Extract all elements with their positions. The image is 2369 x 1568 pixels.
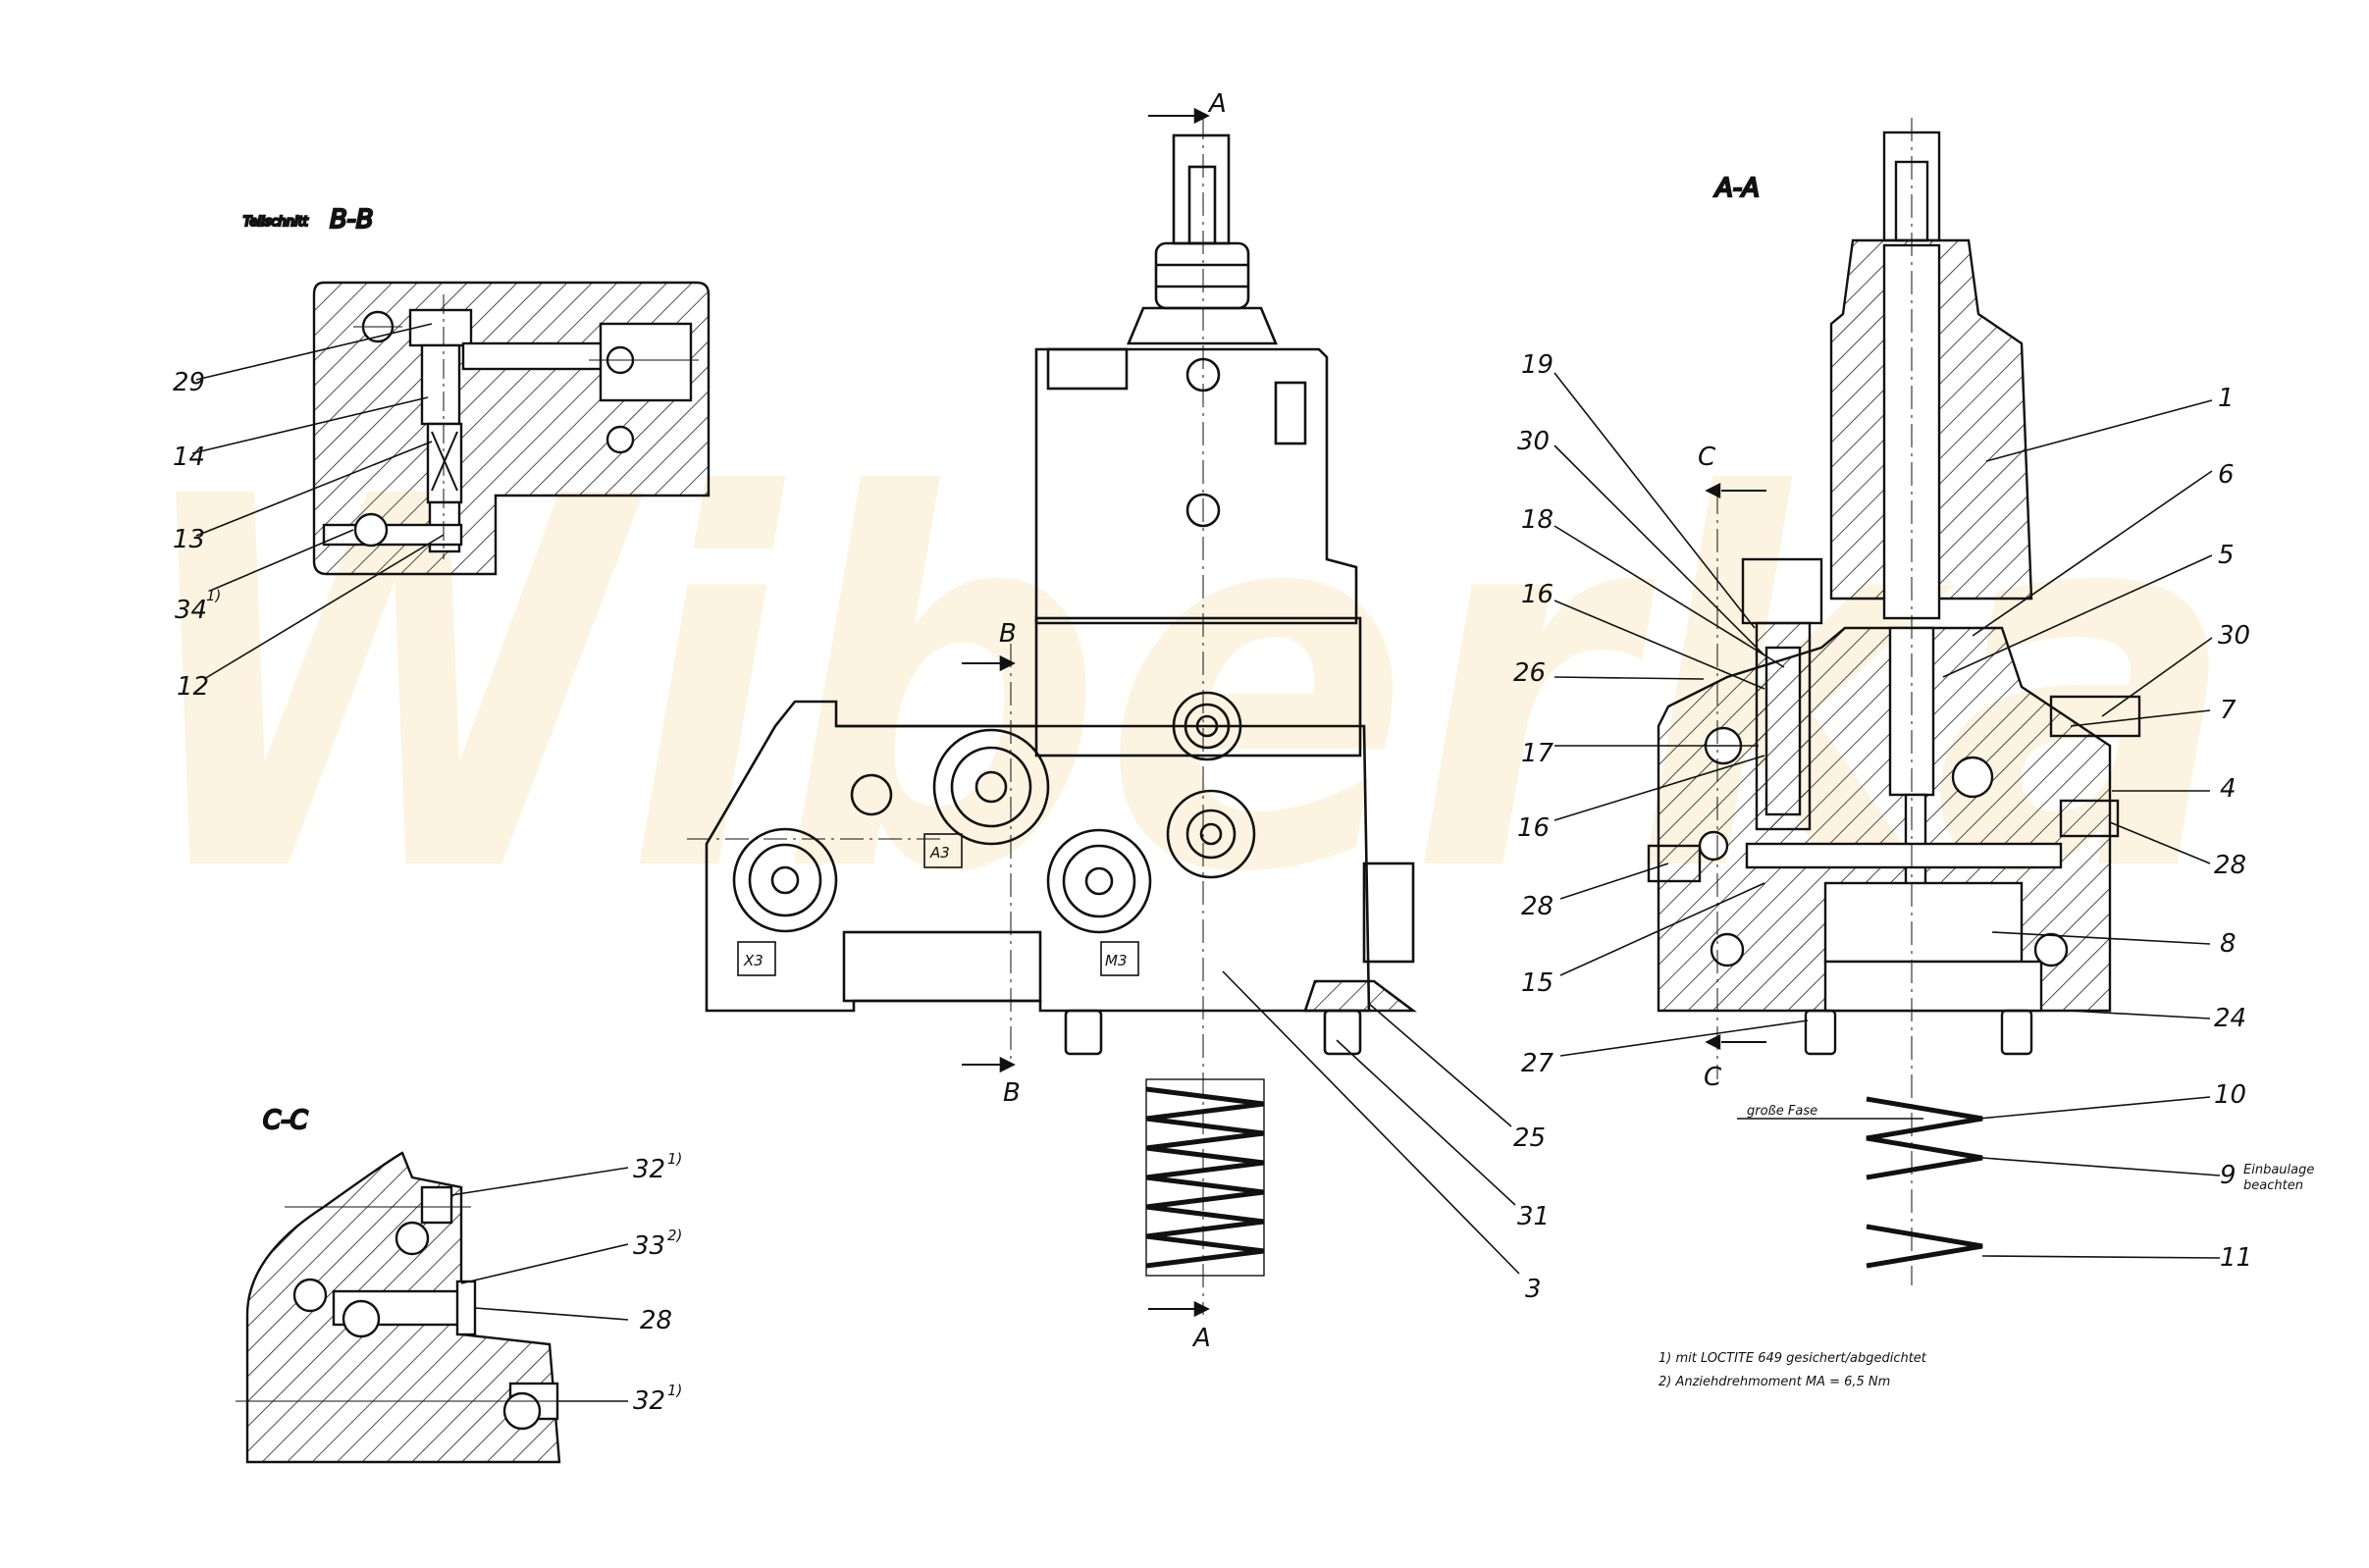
callout-33-superscript: 2)	[667, 1227, 682, 1244]
section-aa: A-A	[1647, 118, 2141, 1285]
aa-labels: 19 30 18 16 26 17 16 28 15 27 C C 1 6 5 …	[1513, 350, 2314, 1273]
callout-30-left: 30	[1517, 427, 1550, 456]
callout-5: 5	[2218, 541, 2235, 570]
callout-31: 31	[1517, 1202, 1550, 1231]
cut-marker-c-top: C	[1698, 443, 1716, 472]
port-label-m3: M3	[1105, 952, 1128, 969]
cc-leaders	[450, 1167, 629, 1402]
cc-labels: 32 1) 33 2) 28 32 1)	[633, 1150, 682, 1416]
cut-marker-b-bottom: B	[1003, 1078, 1021, 1108]
bb-labels: 29 14 13 34 1) 12	[173, 368, 221, 702]
callout-12: 12	[177, 672, 209, 702]
callout-32-lower-superscript: 1)	[667, 1382, 682, 1399]
section-bb: Teilschnitt B-B	[242, 204, 711, 576]
callout-30-right: 30	[2218, 621, 2250, 651]
callout-27: 27	[1521, 1049, 1554, 1078]
callout-25: 25	[1513, 1124, 1546, 1153]
callout-10: 10	[2214, 1080, 2246, 1110]
main-port-labels: A3 X3 M3 A A B B	[737, 89, 1227, 1353]
section-cc-title: C-C	[263, 1106, 309, 1135]
main-labels: 25 31 3	[1513, 1124, 1550, 1304]
callout-1: 1	[2218, 384, 2235, 413]
callout-16-lower: 16	[1517, 813, 1550, 843]
callout-32-upper-superscript: 1)	[667, 1150, 682, 1168]
callout-15: 15	[1521, 968, 1553, 998]
callout-29: 29	[173, 368, 205, 397]
main-leaders	[1222, 970, 1520, 1275]
callout-14: 14	[173, 443, 205, 472]
aa-leaders	[1553, 372, 2221, 1259]
cut-marker-c-bottom: C	[1704, 1063, 1722, 1092]
callout-28-right: 28	[2214, 851, 2246, 880]
callout-3: 3	[1525, 1275, 1542, 1304]
port-label-x3: X3	[743, 952, 763, 969]
callout-8: 8	[2220, 929, 2237, 959]
callout-33: 33	[633, 1231, 665, 1261]
callout-28-left: 28	[1521, 892, 1553, 921]
cut-marker-b-top: B	[999, 619, 1017, 649]
callout-28-cc: 28	[640, 1306, 672, 1335]
annotation-grosse-fase: große Fase	[1747, 1104, 1817, 1119]
callout-13: 13	[173, 525, 205, 554]
callout-6: 6	[2218, 460, 2235, 490]
callout-34: 34	[175, 596, 207, 625]
bb-leaders	[191, 323, 445, 680]
callout-18: 18	[1521, 505, 1553, 535]
section-cc: C-C	[236, 1105, 561, 1464]
callout-24: 24	[2214, 1004, 2246, 1033]
callout-26: 26	[1513, 658, 1546, 688]
section-aa-title: A-A	[1713, 174, 1760, 203]
section-bb-prefix: Teilschnitt	[243, 215, 309, 230]
callout-9: 9	[2220, 1161, 2237, 1190]
callout-7: 7	[2220, 696, 2237, 725]
main-view	[687, 107, 1417, 1318]
footnotes: 1) mit LOCTITE 649 gesichert/abgedichtet…	[1658, 1351, 1927, 1389]
callout-11: 11	[2220, 1243, 2252, 1273]
callout-32-upper: 32	[633, 1155, 665, 1184]
callout-17: 17	[1521, 739, 1554, 768]
callout-34-superscript: 1)	[206, 587, 221, 604]
callout-16-upper: 16	[1521, 580, 1553, 609]
callout-4: 4	[2220, 774, 2237, 804]
cut-marker-a-top: A	[1207, 89, 1227, 119]
callout-32-lower: 32	[633, 1386, 665, 1416]
annotation-einbaulage: Einbaulage	[2243, 1163, 2314, 1177]
cut-marker-a-bottom: A	[1191, 1324, 1211, 1353]
footnote-2: 2) Anziehdrehmoment MA = 6,5 Nm	[1658, 1375, 1890, 1389]
port-label-a3: A3	[929, 844, 950, 862]
callout-19: 19	[1521, 350, 1553, 380]
annotation-beachten: beachten	[2243, 1178, 2303, 1193]
footnote-1: 1) mit LOCTITE 649 gesichert/abgedichtet	[1658, 1351, 1927, 1366]
section-bb-title: B-B	[330, 205, 374, 235]
